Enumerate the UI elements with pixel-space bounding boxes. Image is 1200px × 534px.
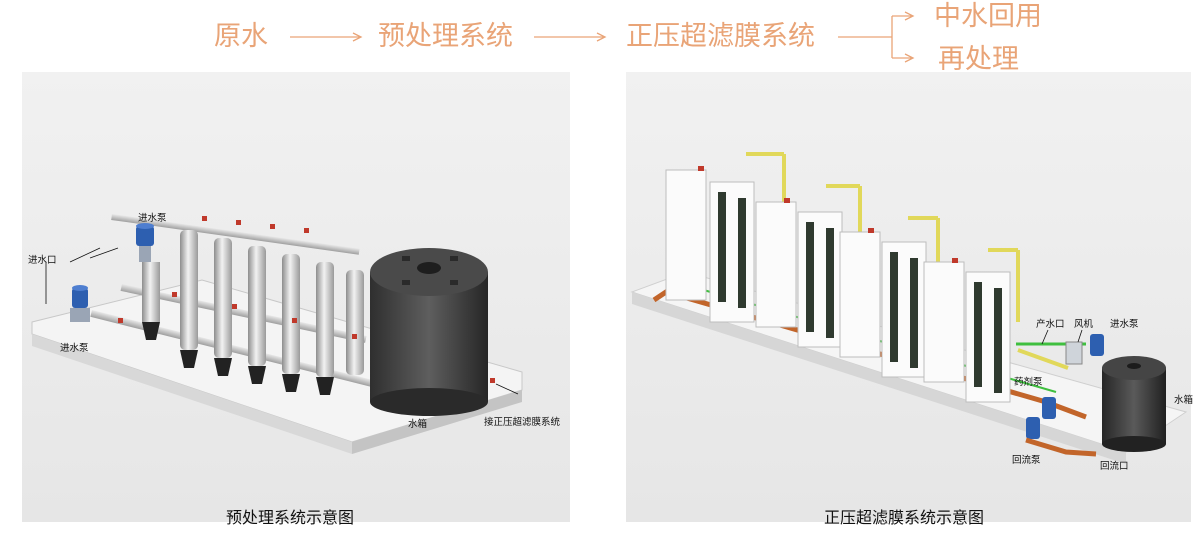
uf-system-diagram: 产水口 风机 进水泵 药剂泵 水箱 回流泵 回流口 <box>626 72 1194 522</box>
rack-group-4 <box>923 248 1020 403</box>
label-inlet-pump-top: 进水泵 <box>138 213 167 224</box>
pretreatment-diagram: 进水泵 进水口 进水泵 水箱 接正压超滤膜系统 <box>22 72 570 522</box>
flow-uf-system: 正压超滤膜系统 <box>626 21 815 52</box>
label-inlet-pump: 进水泵 <box>1110 319 1139 330</box>
inlet-pump-top-icon <box>136 223 154 262</box>
label-return-outlet: 回流口 <box>1100 461 1129 472</box>
arrow-pre-to-uf-icon <box>534 32 607 42</box>
inlet-pump-bottom-icon <box>70 285 90 322</box>
blower-icon <box>1065 341 1083 365</box>
label-inlet-pump-bottom: 进水泵 <box>60 343 89 354</box>
label-to-uf: 接正压超滤膜系统 <box>484 417 561 428</box>
return-pump-icon <box>1026 417 1040 439</box>
flow-arrows <box>290 11 915 63</box>
label-dosing-pump: 药剂泵 <box>1014 377 1043 388</box>
arrow-raw-to-pre-icon <box>290 32 363 42</box>
arrow-branch-icon <box>838 11 915 63</box>
flow-reuse: 中水回用 <box>934 1 1042 32</box>
filter-vessels <box>142 230 364 395</box>
uf-system-caption: 正压超滤膜系统示意图 <box>823 508 985 527</box>
inlet-pump-icon <box>1090 334 1104 356</box>
flow-raw-water: 原水 <box>214 21 268 52</box>
rack-group-2 <box>755 184 862 348</box>
uf-system-illustration <box>630 152 1188 464</box>
water-tank-icon <box>370 248 488 416</box>
label-water-tank: 水箱 <box>408 419 428 430</box>
label-outlet: 产水口 <box>1036 319 1065 330</box>
label-return-pump: 回流泵 <box>1012 455 1041 466</box>
rack-group-3 <box>839 216 940 378</box>
water-tank-icon <box>1102 356 1166 452</box>
rack-group-1 <box>665 152 786 323</box>
label-water-inlet: 进水口 <box>28 255 57 266</box>
membrane-racks <box>665 152 1020 403</box>
dosing-pump-icon <box>1042 397 1056 419</box>
label-water-tank-right: 水箱 <box>1174 395 1194 406</box>
label-blower: 风机 <box>1074 319 1094 330</box>
pretreatment-caption: 预处理系统示意图 <box>225 508 355 527</box>
flow-retreatment: 再处理 <box>938 44 1019 75</box>
flow-pretreatment: 预处理系统 <box>378 21 513 52</box>
pretreatment-illustration <box>31 214 523 454</box>
